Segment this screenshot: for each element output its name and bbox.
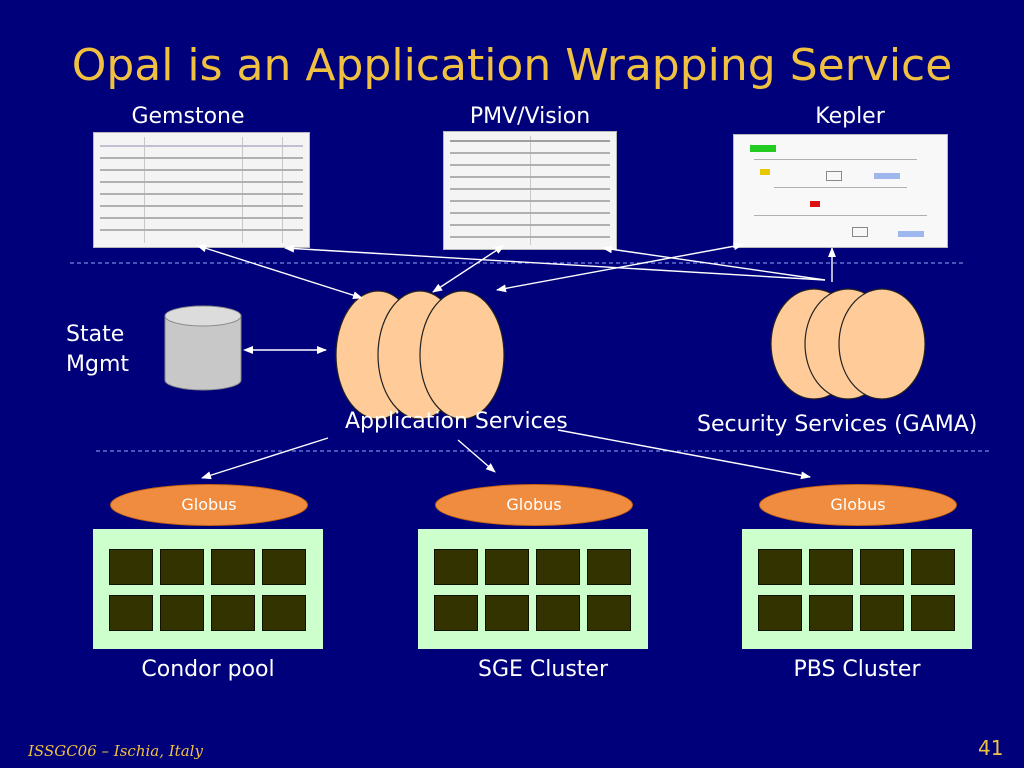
arrow-pmv-application	[432, 245, 505, 293]
cluster-label-pbs: PBS Cluster	[793, 657, 921, 682]
compute-node	[262, 595, 306, 631]
state-mgmt-label: State Mgmt	[66, 320, 129, 380]
client-label-kepler: Kepler	[815, 104, 885, 129]
application-service-ellipse	[419, 290, 505, 420]
cluster-pbs	[742, 529, 972, 649]
compute-node	[911, 549, 955, 585]
compute-node	[485, 595, 529, 631]
compute-node	[485, 549, 529, 585]
compute-node	[160, 549, 204, 585]
globus-middleware-sge: Globus	[435, 484, 633, 526]
compute-node	[860, 549, 904, 585]
compute-node	[536, 595, 580, 631]
compute-node	[809, 595, 853, 631]
arrow-application-condor	[201, 437, 329, 480]
pmv-vision-screenshot	[443, 131, 617, 250]
compute-node	[211, 595, 255, 631]
security-service-ellipse	[838, 288, 926, 400]
arrow-security-pmv	[602, 245, 826, 281]
compute-node	[587, 595, 631, 631]
client-label-pmv-vision: PMV/Vision	[469, 104, 591, 129]
state-mgmt-line1: State	[66, 322, 125, 347]
compute-node	[536, 549, 580, 585]
application-services-label: Application Services	[345, 409, 568, 434]
cluster-label-condor: Condor pool	[141, 657, 275, 682]
footer-text: ISSGC06 – Ischia, Italy	[28, 742, 203, 760]
compute-node	[434, 595, 478, 631]
client-label-gemstone: Gemstone	[131, 104, 245, 129]
compute-node	[758, 549, 802, 585]
globus-middleware-pbs: Globus	[759, 484, 957, 526]
compute-node	[109, 549, 153, 585]
arrow-security-gemstone	[284, 244, 826, 281]
compute-node	[211, 549, 255, 585]
compute-node	[809, 549, 853, 585]
cluster-label-sge: SGE Cluster	[478, 657, 608, 682]
gemstone-screenshot	[93, 132, 310, 248]
compute-node	[911, 595, 955, 631]
slide-title: Opal is an Application Wrapping Service	[71, 40, 953, 91]
security-services-label: Security Services (GAMA)	[697, 412, 978, 437]
kepler-screenshot	[733, 134, 948, 248]
state-mgmt-line2: Mgmt	[66, 352, 130, 377]
compute-node	[160, 595, 204, 631]
compute-node	[860, 595, 904, 631]
cluster-condor-pool	[93, 529, 323, 649]
database-cylinder-icon	[164, 305, 242, 391]
arrow-application-sge	[457, 439, 496, 473]
compute-node	[109, 595, 153, 631]
compute-node	[434, 549, 478, 585]
compute-node	[758, 595, 802, 631]
compute-node	[587, 549, 631, 585]
arrow-application-pbs	[557, 429, 811, 480]
page-number: 41	[978, 736, 1004, 760]
cluster-sge	[418, 529, 648, 649]
arrow-gemstone-application	[196, 244, 363, 300]
globus-middleware-condor: Globus	[110, 484, 308, 526]
compute-node	[262, 549, 306, 585]
